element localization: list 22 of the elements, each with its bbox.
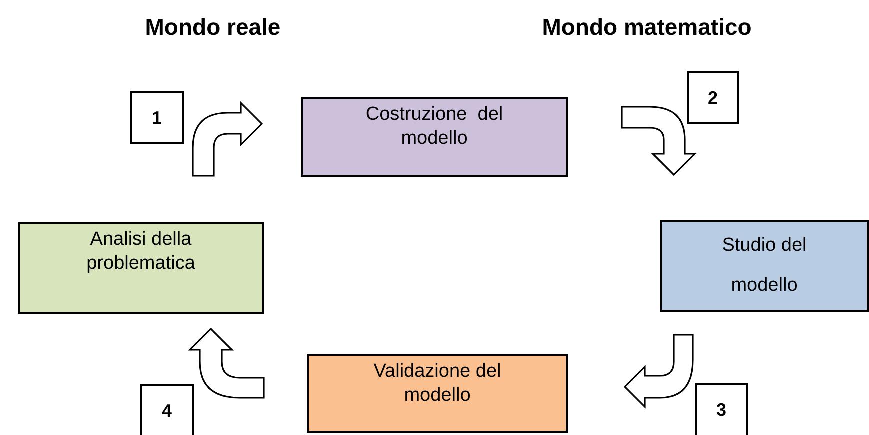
- box-label: Analisi della problematica: [86, 228, 196, 276]
- box-label: Studio del modello: [721, 234, 808, 298]
- step-number: 1: [152, 108, 162, 126]
- heading: Mondo matematico: [542, 14, 752, 41]
- step-number: 3: [716, 401, 726, 419]
- process-box: [18, 222, 264, 314]
- process-box: [301, 97, 568, 177]
- step-number-box: [687, 71, 739, 124]
- step-number: 4: [162, 402, 172, 420]
- step-number-box: [140, 384, 194, 435]
- block-arrow: [621, 106, 696, 176]
- step-number: 2: [708, 88, 718, 106]
- heading: Mondo reale: [145, 14, 281, 41]
- block-arrow: [192, 102, 263, 177]
- box-label: Validazione del modello: [372, 360, 502, 408]
- step-number-box: [130, 91, 184, 144]
- step-number-box: [695, 383, 748, 435]
- process-box: [660, 220, 869, 312]
- block-arrow: [624, 334, 694, 408]
- block-arrow: [189, 328, 265, 399]
- box-label: Costruzione del modello: [364, 103, 504, 150]
- process-box: [307, 354, 568, 433]
